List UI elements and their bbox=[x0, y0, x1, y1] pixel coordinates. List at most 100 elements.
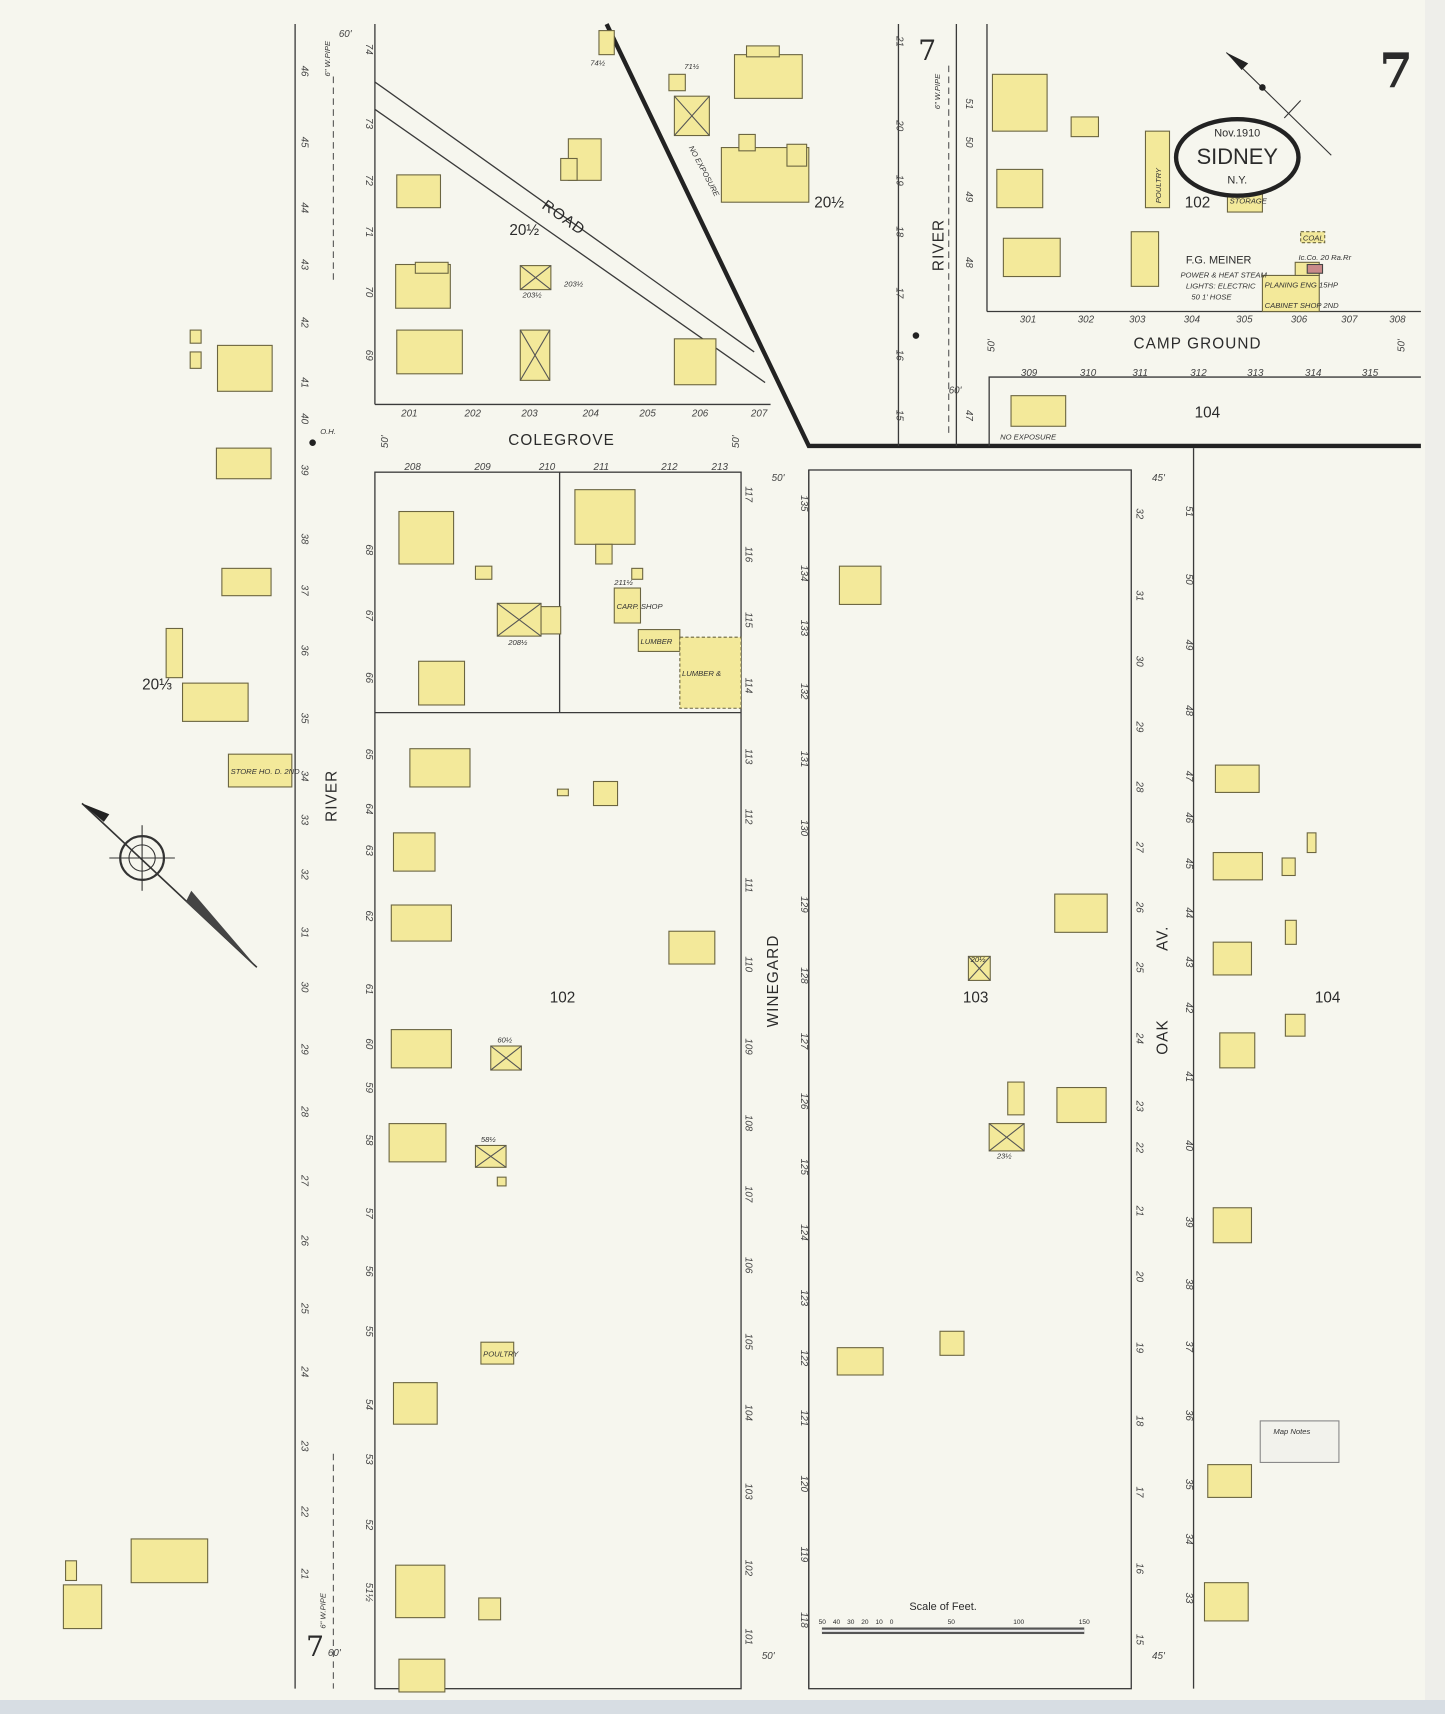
address-number: 35 bbox=[1183, 1479, 1194, 1490]
address-number: 69 bbox=[363, 350, 374, 361]
building bbox=[1284, 919, 1297, 945]
building bbox=[1144, 130, 1171, 209]
scale-tick-label: 150 bbox=[1079, 1619, 1090, 1626]
building bbox=[1212, 851, 1263, 881]
address-number: 48 bbox=[963, 257, 974, 268]
no-exposure-a: NO EXPOSURE bbox=[687, 144, 722, 199]
address-number: 113 bbox=[742, 749, 753, 765]
address-number: 21 bbox=[1134, 1205, 1145, 1217]
address-number: 40 bbox=[1183, 1140, 1194, 1151]
address-number: 26 bbox=[1134, 901, 1145, 913]
building bbox=[215, 447, 272, 480]
address-number: 23 bbox=[299, 1440, 310, 1452]
hydrant-label: O.H. bbox=[320, 427, 336, 436]
sub-address: 203½ bbox=[521, 290, 542, 299]
address-number: 22 bbox=[299, 1505, 310, 1517]
lot-number: 304 bbox=[1184, 314, 1201, 325]
building bbox=[189, 329, 202, 344]
address-number: 47 bbox=[963, 410, 974, 421]
address-number: 124 bbox=[798, 1224, 809, 1241]
address-number: 111 bbox=[742, 878, 753, 893]
block-20-half-b: 20½ bbox=[814, 195, 844, 212]
scale-tick-label: 10 bbox=[875, 1619, 883, 1626]
building-label: LUMBER & bbox=[682, 669, 721, 678]
address-number: 66 bbox=[363, 672, 374, 683]
lot-number: 213 bbox=[711, 462, 729, 473]
address-number: 130 bbox=[798, 820, 809, 837]
building bbox=[62, 1584, 103, 1630]
lot-number: 208 bbox=[403, 462, 421, 473]
width-note: 50' bbox=[772, 473, 786, 484]
map-note-box: Map Notes bbox=[1259, 1420, 1340, 1463]
lot-number: 204 bbox=[582, 408, 600, 419]
address-number: 42 bbox=[299, 317, 310, 328]
street-colegrove: COLEGROVE bbox=[508, 432, 615, 449]
address-number: 17 bbox=[893, 287, 904, 298]
building bbox=[679, 636, 742, 709]
sheet-ref-bottom: 7 bbox=[306, 1630, 324, 1663]
address-number: 42 bbox=[1183, 1002, 1194, 1013]
building bbox=[556, 788, 569, 797]
address-number: 15 bbox=[893, 410, 904, 421]
building bbox=[396, 329, 463, 375]
building bbox=[1219, 1032, 1256, 1069]
width-note: 50' bbox=[380, 434, 391, 448]
building bbox=[991, 73, 1048, 132]
lot-number: 207 bbox=[750, 408, 768, 419]
building bbox=[540, 606, 562, 635]
building bbox=[560, 157, 578, 181]
address-number: 70 bbox=[363, 286, 374, 297]
page-number: 7 bbox=[1379, 43, 1412, 99]
lot-number: 203 bbox=[520, 408, 538, 419]
address-number: 60 bbox=[363, 1038, 374, 1049]
building bbox=[1214, 764, 1260, 793]
lot-number: 211 bbox=[592, 462, 609, 473]
building bbox=[1284, 1013, 1306, 1037]
building bbox=[398, 510, 455, 565]
sub-address: 208½ bbox=[507, 638, 528, 647]
lot-number: 305 bbox=[1236, 314, 1253, 325]
meiner-name: F.G. MEINER bbox=[1186, 254, 1252, 266]
address-number: 24 bbox=[1134, 1032, 1145, 1044]
address-number: 31 bbox=[299, 927, 310, 938]
building bbox=[668, 930, 716, 965]
address-number: 51 bbox=[963, 98, 974, 109]
address-number: 72 bbox=[363, 175, 374, 186]
address-number: 39 bbox=[1183, 1217, 1194, 1228]
width-note: 60' bbox=[949, 385, 963, 396]
building bbox=[574, 489, 636, 545]
address-number: 32 bbox=[1134, 508, 1145, 519]
building-cross bbox=[519, 265, 552, 291]
width-note: 50' bbox=[731, 434, 742, 448]
building bbox=[65, 1560, 78, 1582]
building bbox=[733, 54, 803, 99]
sub-address: 60½ bbox=[497, 1036, 512, 1045]
address-number: 37 bbox=[299, 585, 310, 596]
address-number: 127 bbox=[798, 1033, 809, 1050]
building-label: COAL bbox=[1303, 233, 1324, 242]
building-cross bbox=[519, 329, 551, 381]
sub-address: 211½ bbox=[613, 578, 633, 587]
address-number: 36 bbox=[1183, 1410, 1194, 1421]
address-number: 105 bbox=[742, 1333, 753, 1350]
address-number: 135 bbox=[798, 495, 809, 512]
lot-number: 307 bbox=[1341, 314, 1358, 325]
scale-tick-label: 50 bbox=[819, 1619, 827, 1626]
building bbox=[1306, 832, 1317, 854]
address-number: 38 bbox=[299, 533, 310, 544]
address-number: 30 bbox=[299, 982, 310, 993]
building-label: LUMBER bbox=[640, 637, 672, 646]
address-number: 17 bbox=[1134, 1486, 1145, 1497]
address-number: 128 bbox=[798, 967, 809, 984]
address-number: 121 bbox=[798, 1410, 809, 1426]
building bbox=[673, 338, 717, 386]
lot-number: 312 bbox=[1190, 368, 1207, 379]
lot-number: 201 bbox=[400, 408, 417, 419]
address-number: 20 bbox=[893, 119, 904, 131]
address-number: 49 bbox=[963, 191, 974, 202]
width-note: 60' bbox=[328, 1648, 342, 1659]
scale-tick-label: 100 bbox=[1013, 1619, 1024, 1626]
building bbox=[1130, 231, 1160, 287]
address-number: 120 bbox=[798, 1476, 809, 1493]
